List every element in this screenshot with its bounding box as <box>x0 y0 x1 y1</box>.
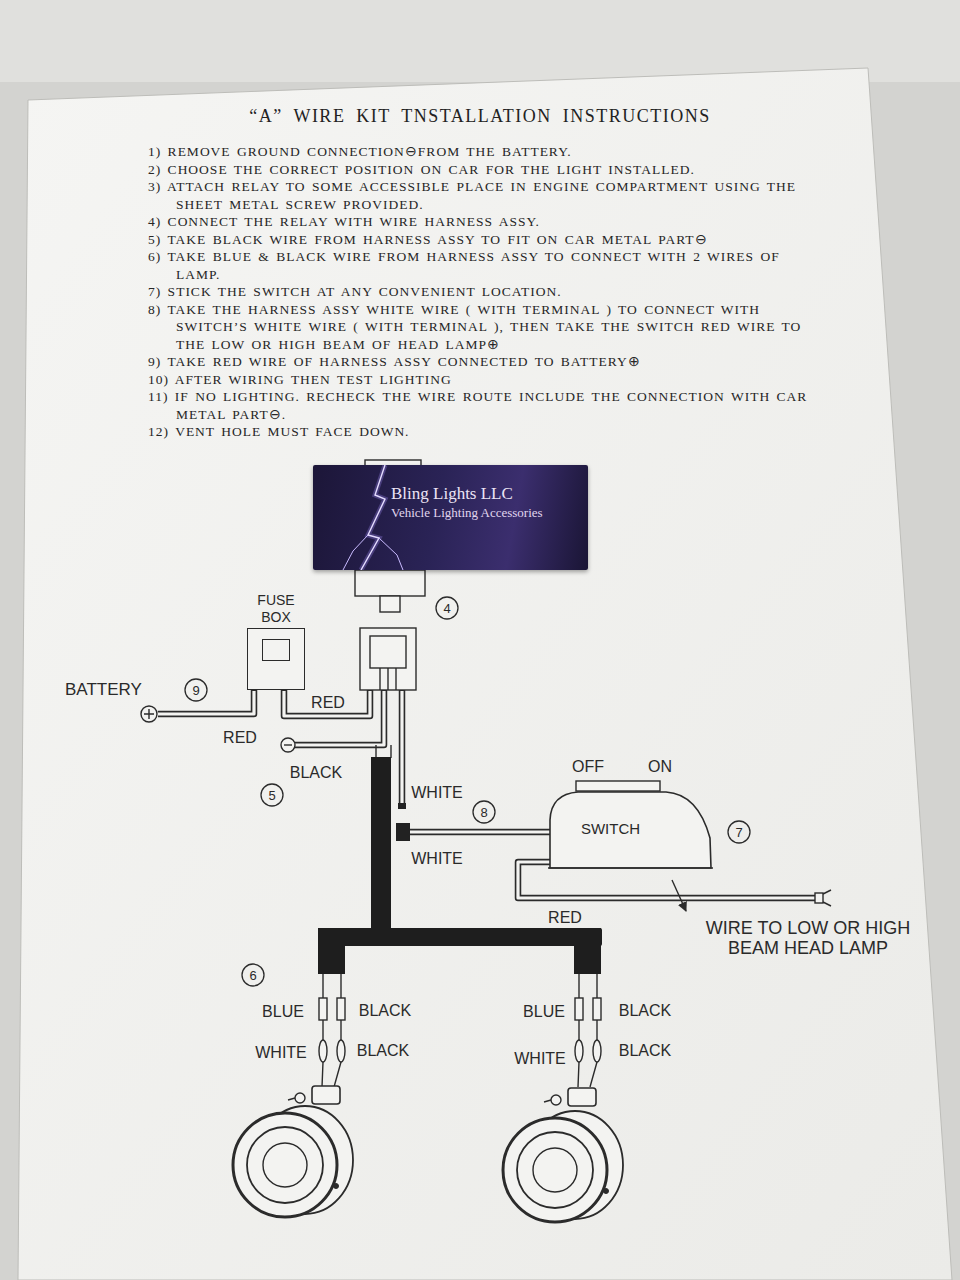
fog-lamp <box>233 1086 353 1217</box>
part-name: SWITCH <box>548 780 713 838</box>
instruction-step: 4) CONNECT THE RELAY WITH WIRE HARNESS A… <box>148 213 812 231</box>
lightning-glow <box>361 465 385 570</box>
wire-color: WHITE <box>411 849 463 868</box>
callout-number: 4 <box>443 601 450 616</box>
instruction-step: 6) TAKE BLUE & BLACK WIRE FROM HARNESS A… <box>148 248 812 283</box>
fuse-box-body <box>247 628 305 690</box>
lamp-leads-right <box>575 974 601 1087</box>
instruction-step: 11) IF NO LIGHTING. RECHECK THE WIRE ROU… <box>148 388 812 423</box>
callout-number: 7 <box>735 825 742 840</box>
instruction-step: 8) TAKE THE HARNESS ASSY WHITE WIRE ( WI… <box>148 301 812 354</box>
wire-color: WHITE <box>255 1043 307 1062</box>
wire-color: BLACK <box>619 1041 671 1060</box>
wire-color: BLACK <box>357 1041 409 1060</box>
callout-number: 8 <box>480 805 487 820</box>
wire-core <box>158 691 815 898</box>
callout-number: 5 <box>268 788 275 803</box>
switch-position: OFF <box>572 757 604 776</box>
wire-color: RED <box>223 728 257 747</box>
wire-color: WHITE <box>411 783 463 802</box>
fog-lamp <box>503 1088 623 1222</box>
part-name: FUSE BOX <box>247 592 305 626</box>
wire-color: BLUE <box>523 1002 565 1021</box>
fuse-box: FUSE BOX <box>247 592 305 690</box>
instruction-step: 10) AFTER WIRING THEN TEST LIGHTING <box>148 371 812 389</box>
company-name: Bling Lights LLC <box>391 484 580 504</box>
lightning-branch <box>379 538 403 570</box>
relay-socket <box>360 628 416 690</box>
instruction-step: 1) REMOVE GROUND CONNECTION⊖FROM THE BAT… <box>148 143 812 161</box>
rocker <box>576 781 660 791</box>
white-wire-terminal <box>396 823 410 841</box>
lightning-branch <box>343 535 368 570</box>
ground-symbol <box>281 738 295 752</box>
instruction-step: 5) TAKE BLACK WIRE FROM HARNESS ASSY TO … <box>148 231 812 249</box>
fuse-slot <box>262 639 290 661</box>
switch-base <box>548 867 713 869</box>
lamp-leads-left <box>319 974 345 1087</box>
wiring-note: WIRE TO LOW OR HIGH BEAM HEAD LAMP <box>698 918 918 958</box>
callout-number: 9 <box>192 683 199 698</box>
switch-position: ON <box>648 757 672 776</box>
callout-circles <box>185 597 750 986</box>
instruction-step: 3) ATTACH RELAY TO SOME ACCESSIBLE PLACE… <box>148 178 812 213</box>
instruction-step: 2) CHOOSE THE CORRECT POSITION ON CAR FO… <box>148 161 812 179</box>
paper-sheet <box>18 68 952 1280</box>
harness-bundle-wires <box>376 745 391 758</box>
wire-color: BLACK <box>619 1001 671 1020</box>
instruction-step: 9) TAKE RED WIRE OF HARNESS ASSY CONNECT… <box>148 353 812 371</box>
wire-color: BLACK <box>359 1001 411 1020</box>
leader-arrow <box>672 880 686 911</box>
white-wire-end <box>398 803 406 809</box>
wire-color: RED <box>311 693 345 712</box>
company-tagline: Vehicle Lighting Accessories <box>391 504 580 521</box>
lightning-bolt <box>361 465 385 570</box>
wire-color: RED <box>548 908 582 927</box>
red-wire-terminal <box>815 890 831 906</box>
wire-color: WHITE <box>514 1049 566 1068</box>
business-card: Bling Lights LLCVehicle Lighting Accesso… <box>313 465 588 570</box>
callout-number: 6 <box>249 968 256 983</box>
wire-color: BLUE <box>262 1002 304 1021</box>
battery-positive-symbol <box>141 706 157 722</box>
terminal-label: BATTERY <box>65 680 142 700</box>
instruction-step: 7) STICK THE SWITCH AT ANY CONVENIENT LO… <box>148 283 812 301</box>
instruction-step: 12) VENT HOLE MUST FACE DOWN. <box>148 423 812 441</box>
switch-body: SWITCH <box>548 780 713 870</box>
wire-outline <box>158 690 815 898</box>
sheet-title: “A” WIRE KIT TNSTALLATION INSTRUCTIONS <box>0 106 960 127</box>
wire-color: BLACK <box>290 763 342 782</box>
